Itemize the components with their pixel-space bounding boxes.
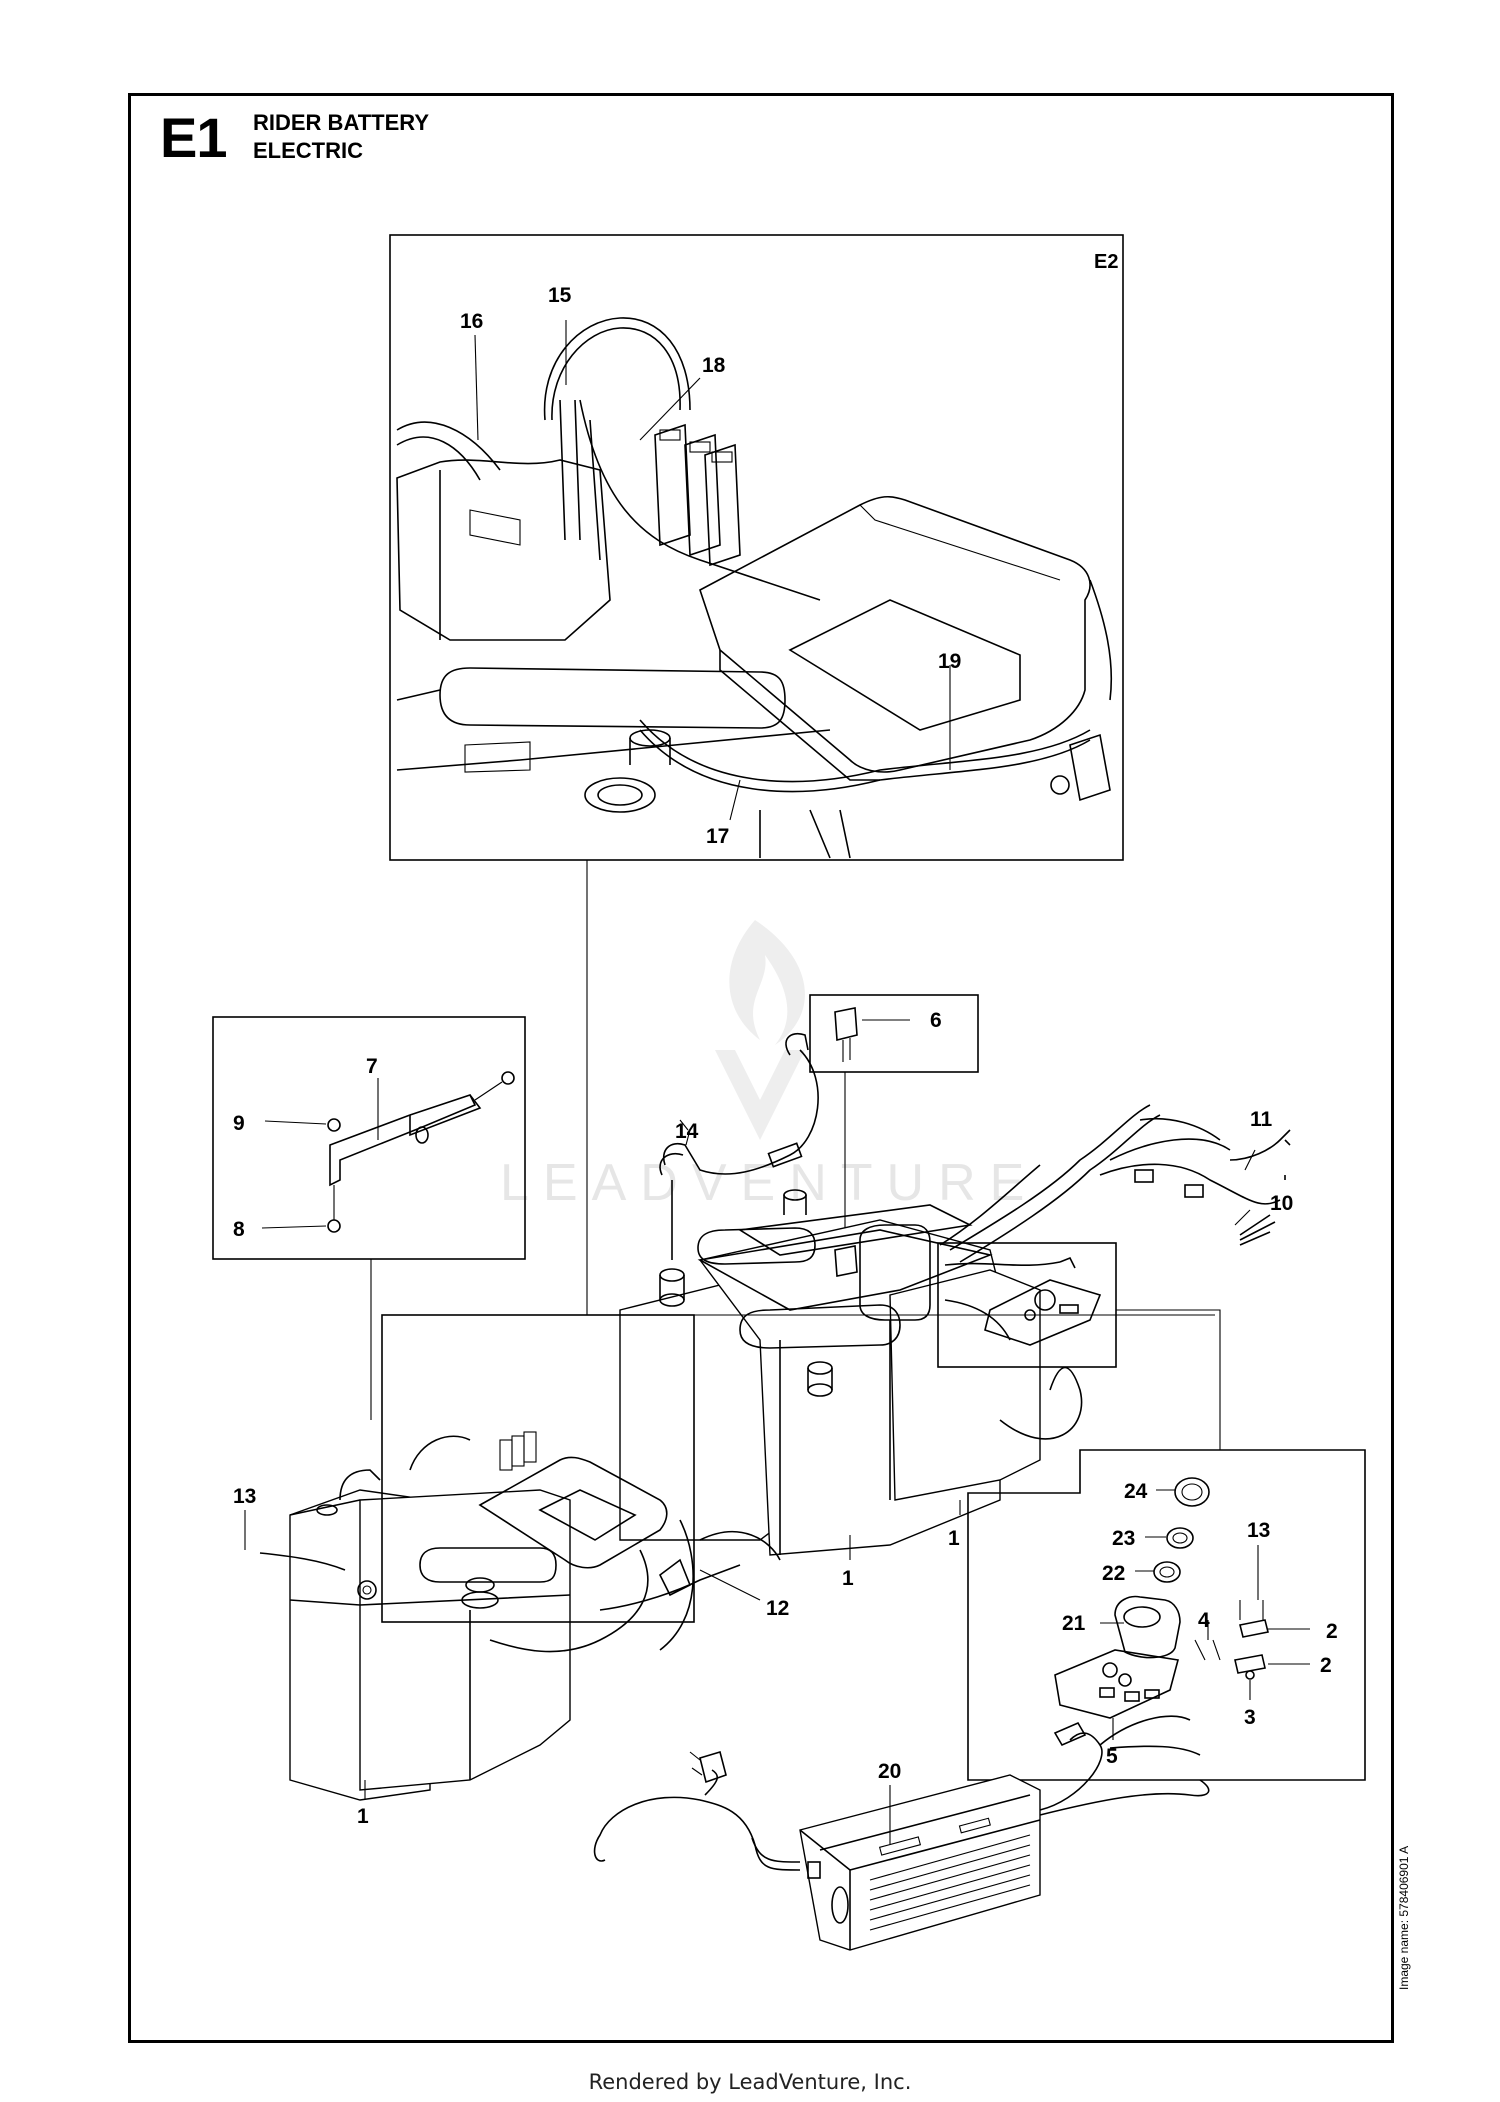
callout-13-left: 13	[233, 1485, 256, 1508]
section-code: E1	[160, 106, 227, 169]
callout-10: 10	[1270, 1192, 1293, 1215]
callout-4: 4	[1198, 1609, 1210, 1632]
callout-2-upper: 2	[1326, 1620, 1338, 1643]
inset-key-panel	[937, 1242, 1221, 1450]
leadventure-watermark: LEADVENTURE	[500, 920, 1038, 1212]
callout-12: 12	[766, 1597, 789, 1620]
callout-11: 11	[1250, 1108, 1273, 1131]
inset-bracket: 7 9 8	[212, 1016, 526, 1260]
callout-17: 17	[706, 825, 729, 848]
inset-key-switch-detail: 24 23 22 21 13 4 2 2 3 5	[967, 1449, 1366, 1781]
inset-e2: E2	[389, 234, 1124, 861]
callout-3: 3	[1244, 1706, 1256, 1729]
section-title-line2: ELECTRIC	[253, 138, 363, 163]
diagram-frame	[128, 93, 1394, 2043]
callout-1-left: 1	[357, 1805, 369, 1828]
callout-16: 16	[460, 310, 483, 333]
callout-15: 15	[548, 284, 572, 307]
callout-2-lower: 2	[1320, 1654, 1332, 1677]
callout-8: 8	[233, 1218, 245, 1241]
callout-1-middle: 1	[842, 1567, 854, 1590]
callout-20: 20	[878, 1760, 901, 1783]
callout-9: 9	[233, 1112, 245, 1135]
inset-lower-detail-border	[381, 1314, 695, 1623]
inset-e2-border	[389, 234, 1124, 861]
callout-24: 24	[1124, 1480, 1148, 1503]
image-name-label: Image name: 578406901 A	[1397, 1845, 1411, 1990]
callout-14: 14	[675, 1120, 699, 1143]
callout-13-key-switch: 13	[1247, 1519, 1270, 1542]
battery-charger: 20	[593, 1715, 1210, 1951]
watermark-text: LEADVENTURE	[500, 1154, 1038, 1212]
callout-22: 22	[1102, 1562, 1125, 1585]
section-title-line1: RIDER BATTERY	[253, 110, 429, 135]
callout-18: 18	[702, 354, 726, 377]
callout-6: 6	[930, 1009, 942, 1032]
battery-pack-left: 13 12 1	[233, 1431, 789, 1828]
callout-7: 7	[366, 1055, 378, 1078]
callout-23: 23	[1112, 1527, 1135, 1550]
inset-e2-code: E2	[1094, 251, 1118, 273]
footer-credit: Rendered by LeadVenture, Inc.	[588, 2070, 912, 2094]
inset-item-6: 6	[809, 994, 979, 1073]
callout-19: 19	[938, 650, 961, 673]
callout-1-middle-right: 1	[948, 1527, 960, 1550]
callout-5: 5	[1106, 1745, 1118, 1768]
callout-21: 21	[1062, 1612, 1086, 1635]
